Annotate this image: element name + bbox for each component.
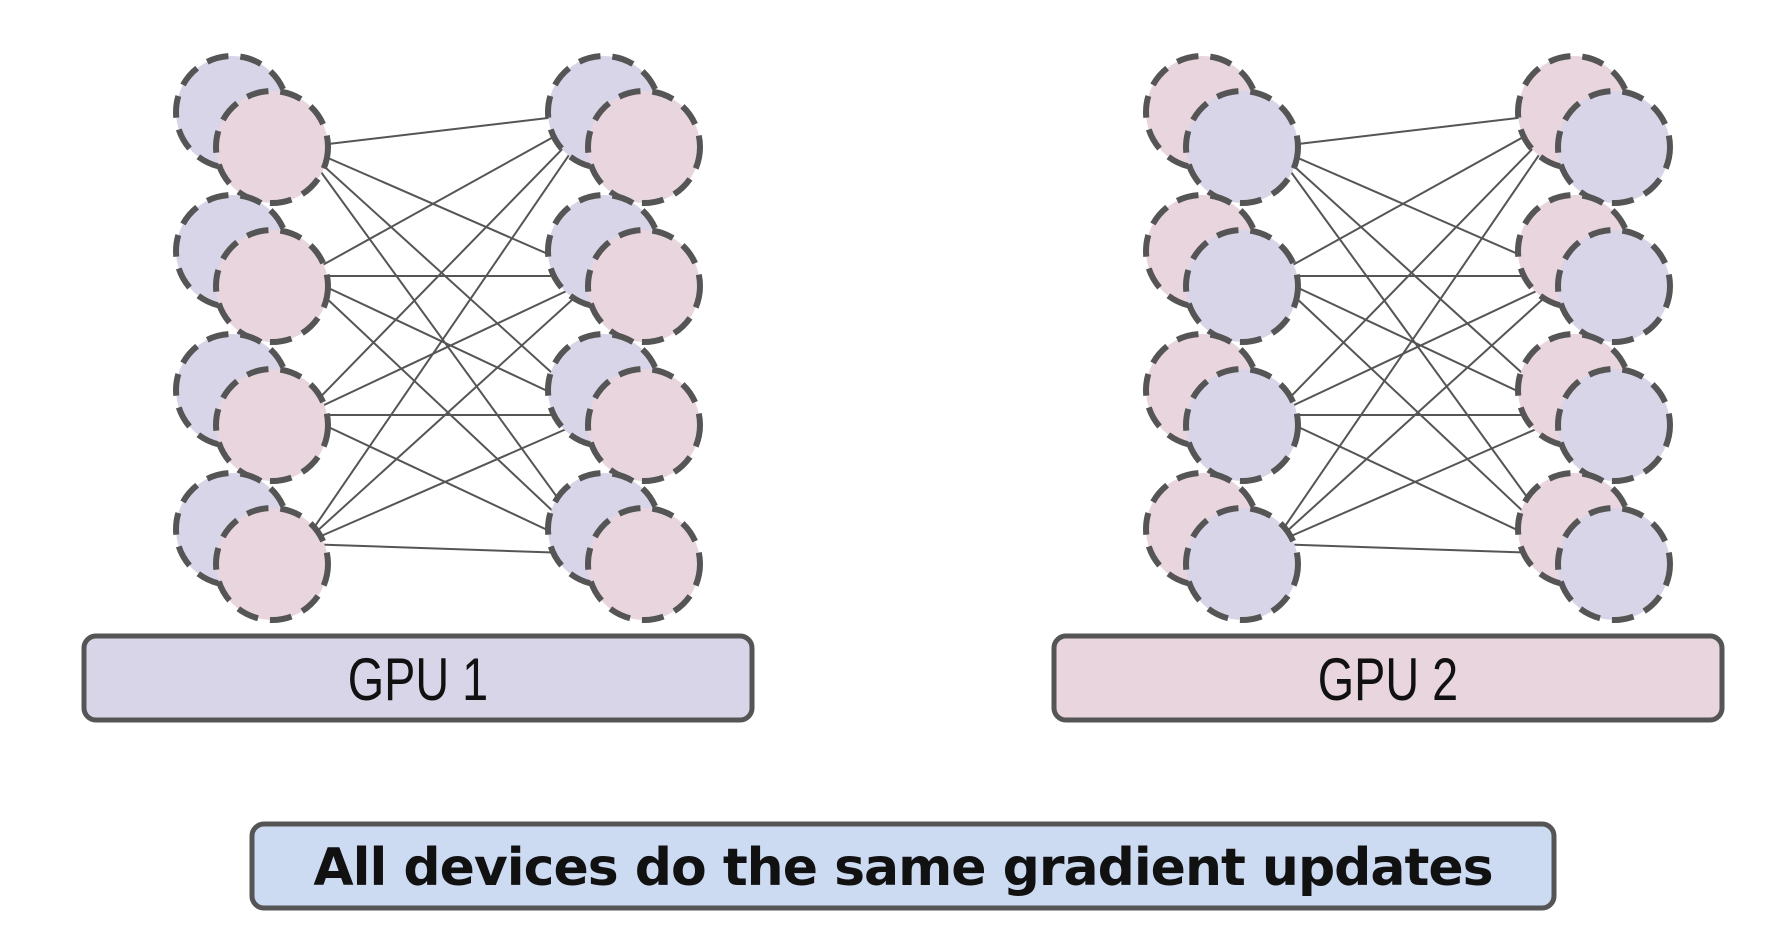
gpu-2-network-edges — [1271, 111, 1570, 555]
input-node — [1183, 88, 1301, 206]
gpu-1-box — [81, 633, 755, 723]
input-node — [213, 88, 331, 206]
output-node — [1555, 227, 1673, 345]
gpu-2-box — [1051, 633, 1725, 723]
network-edge — [1272, 111, 1569, 277]
caption-box — [249, 821, 1557, 911]
output-node — [1555, 366, 1673, 484]
network-edge — [302, 275, 599, 416]
network-edge — [1272, 146, 1570, 416]
network-edge — [302, 146, 600, 416]
gpu-1-network-edges — [301, 111, 600, 555]
input-node — [1183, 505, 1301, 623]
network-edge — [301, 146, 600, 555]
network-edge — [302, 414, 599, 545]
output-node — [585, 227, 703, 345]
network-edge — [302, 111, 599, 277]
gpu-2-group: GPU 2 — [1051, 53, 1725, 723]
gpu-1-label: GPU 1 — [348, 646, 488, 713]
input-node — [1183, 366, 1301, 484]
output-node — [1555, 88, 1673, 206]
network-edge — [1272, 414, 1569, 545]
output-node — [585, 505, 703, 623]
network-edge — [302, 111, 600, 416]
caption-text: All devices do the same gradient updates — [313, 838, 1492, 898]
gpu-1-network-nodes — [173, 53, 703, 623]
network-edge — [1272, 275, 1570, 545]
network-edge — [1272, 275, 1569, 416]
gpu-2-label: GPU 2 — [1318, 646, 1458, 713]
caption-banner: All devices do the same gradient updates — [249, 821, 1557, 911]
network-edge — [1271, 111, 1570, 545]
input-node — [213, 227, 331, 345]
network-edge — [1272, 543, 1569, 555]
gpu-2-network-nodes — [1143, 53, 1673, 623]
output-node — [585, 366, 703, 484]
network-edge — [302, 543, 599, 555]
network-edge — [1272, 111, 1570, 416]
input-node — [213, 366, 331, 484]
network-edge — [302, 275, 600, 545]
gpu-1-group: GPU 1 — [81, 53, 755, 723]
output-node — [1555, 505, 1673, 623]
network-edge — [301, 111, 600, 545]
input-node — [213, 505, 331, 623]
output-node — [585, 88, 703, 206]
input-node — [1183, 227, 1301, 345]
network-edge — [1271, 146, 1570, 555]
